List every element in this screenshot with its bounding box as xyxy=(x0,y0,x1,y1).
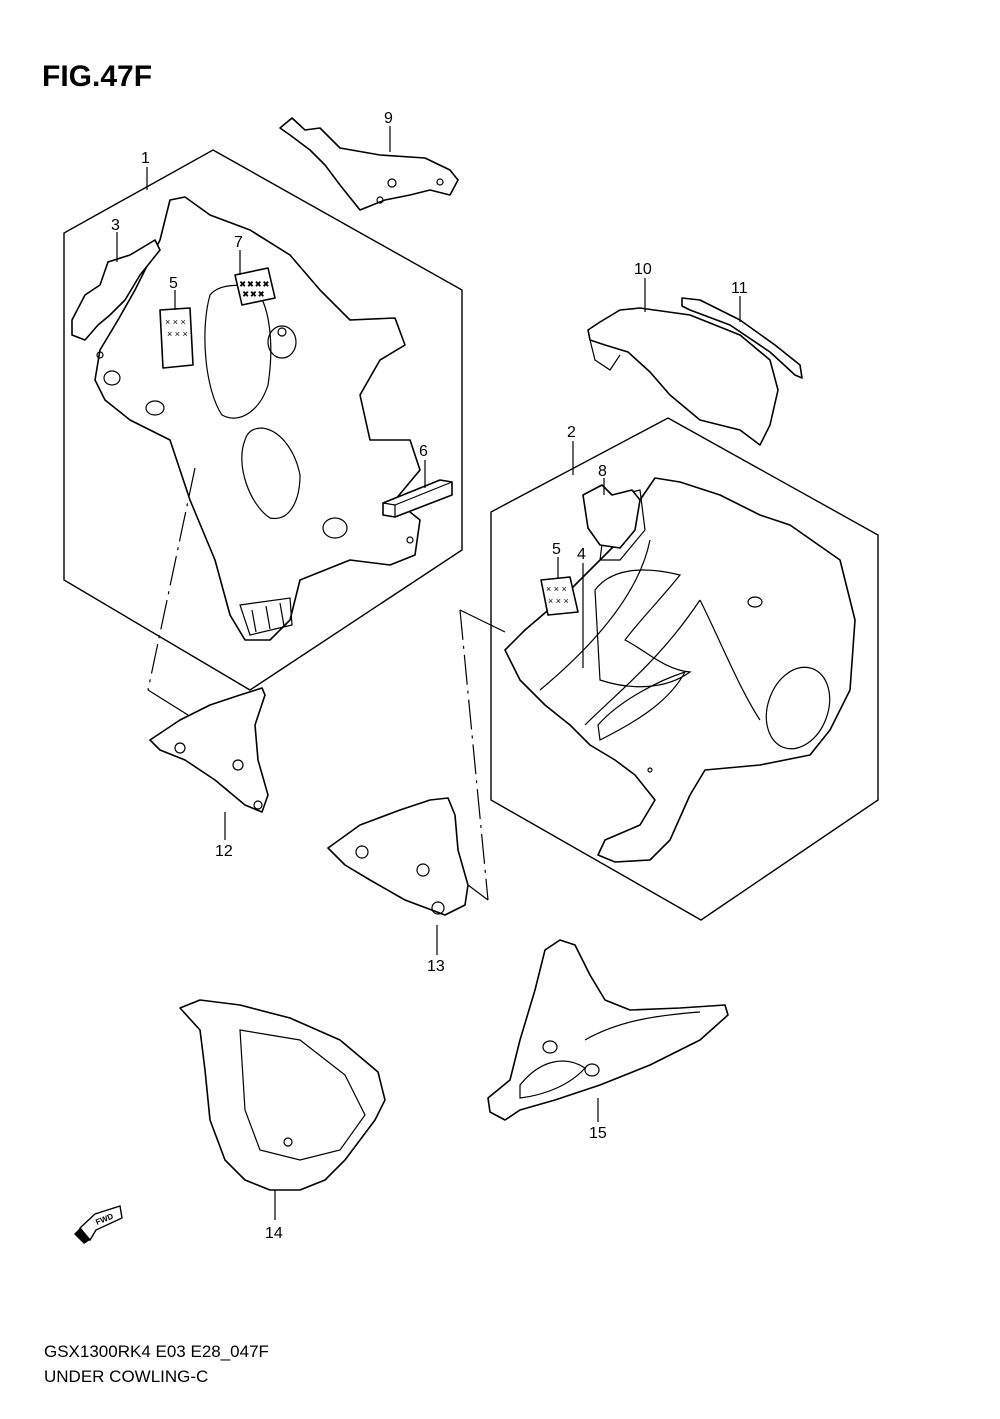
part-9-bracket xyxy=(279,117,459,211)
part-15-lower-cowl xyxy=(487,939,729,1121)
callout-8: 8 xyxy=(598,463,607,480)
callout-7: 7 xyxy=(234,234,243,251)
part-under-cowling-right xyxy=(504,477,856,863)
figure-title: FIG.47F xyxy=(42,60,153,93)
svg-text:× × × ×: × × × × xyxy=(240,279,269,289)
fwd-arrow-icon: FWD xyxy=(74,1205,123,1244)
svg-text:× × ×: × × × xyxy=(546,584,567,594)
svg-text:× × ×: × × × xyxy=(548,596,569,606)
callout-2: 2 xyxy=(567,424,576,441)
callout-5-right: 5 xyxy=(552,541,561,558)
callout-11: 11 xyxy=(731,280,748,297)
part-14-lower-cowl xyxy=(179,999,386,1191)
callout-6: 6 xyxy=(419,443,428,460)
callout-15: 15 xyxy=(589,1125,607,1142)
footer-section-name: UNDER COWLING-C xyxy=(44,1367,209,1386)
part-3-trim xyxy=(71,239,161,341)
part-11-strip xyxy=(681,297,803,379)
assembly-frame-2 xyxy=(490,417,879,921)
part-10-panel xyxy=(587,307,779,446)
callout-9: 9 xyxy=(384,110,393,127)
part-under-cowling-left xyxy=(94,196,421,641)
part-8-bracket xyxy=(582,484,641,549)
callout-13: 13 xyxy=(427,958,445,975)
callout-4: 4 xyxy=(577,546,586,563)
callout-3: 3 xyxy=(111,217,120,234)
footer-model-code: GSX1300RK4 E03 E28_047F xyxy=(44,1342,269,1361)
part-12-panel xyxy=(149,687,269,813)
svg-text:× × ×: × × × xyxy=(167,329,188,339)
svg-text:× × ×: × × × xyxy=(165,317,186,327)
part-6-bar xyxy=(382,479,453,518)
callout-5-left: 5 xyxy=(169,275,178,292)
callout-14: 14 xyxy=(265,1225,283,1242)
callout-1: 1 xyxy=(141,150,150,167)
svg-text:× × ×: × × × xyxy=(243,289,264,299)
part-13-panel xyxy=(327,797,469,916)
part-5-pad-right: × × × × × × xyxy=(540,576,579,616)
part-5-pad-left: × × × × × × xyxy=(159,307,194,369)
assembly-frame-1 xyxy=(63,149,463,691)
part-7-pad: × × × × × × × xyxy=(234,267,276,306)
callout-12: 12 xyxy=(215,843,233,860)
callout-10: 10 xyxy=(634,261,652,278)
